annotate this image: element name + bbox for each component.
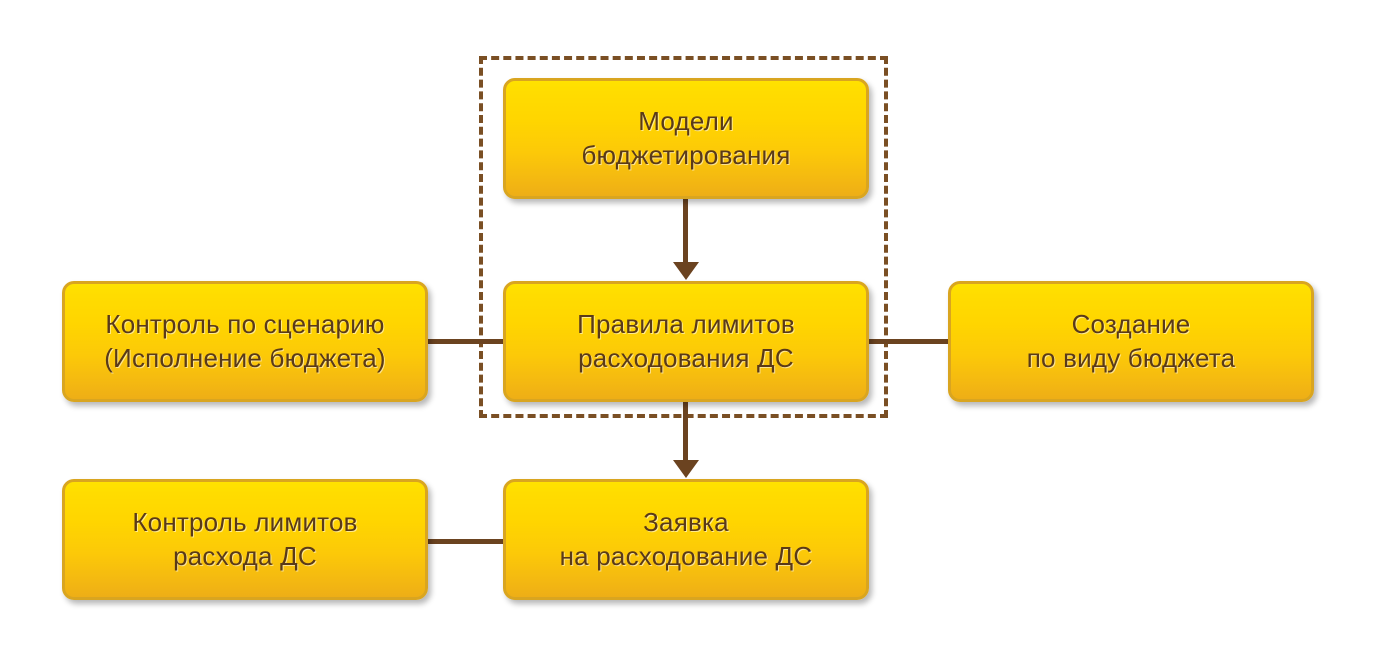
node-models-budgeting-label: Модели бюджетирования — [581, 106, 791, 170]
node-create-by-budget-type-label: Создание по виду бюджета — [1026, 309, 1236, 373]
arrow-head-rules-to-request-icon — [673, 460, 699, 478]
connector-scenario-to-rules — [428, 339, 504, 344]
arrow-head-models-to-rules-icon — [673, 262, 699, 280]
node-models-budgeting[interactable]: Модели бюджетирования — [503, 78, 869, 199]
node-spending-limit-rules-label: Правила лимитов расходования ДС — [577, 309, 795, 373]
node-scenario-control-label: Контроль по сценарию (Исполнение бюджета… — [104, 309, 386, 373]
node-spending-limit-control[interactable]: Контроль лимитов расхода ДС — [62, 479, 428, 600]
node-spending-limit-rules[interactable]: Правила лимитов расходования ДС — [503, 281, 869, 402]
node-create-by-budget-type[interactable]: Создание по виду бюджета — [948, 281, 1314, 402]
connector-rules-to-request — [683, 402, 688, 463]
node-spending-request-label: Заявка на расходование ДС — [559, 507, 813, 571]
node-scenario-control[interactable]: Контроль по сценарию (Исполнение бюджета… — [62, 281, 428, 402]
connector-rules-to-create — [868, 339, 949, 344]
node-spending-limit-control-label: Контроль лимитов расхода ДС — [132, 507, 358, 571]
node-spending-request[interactable]: Заявка на расходование ДС — [503, 479, 869, 600]
connector-limit-control-to-request — [428, 539, 504, 544]
connector-models-to-rules — [683, 199, 688, 265]
